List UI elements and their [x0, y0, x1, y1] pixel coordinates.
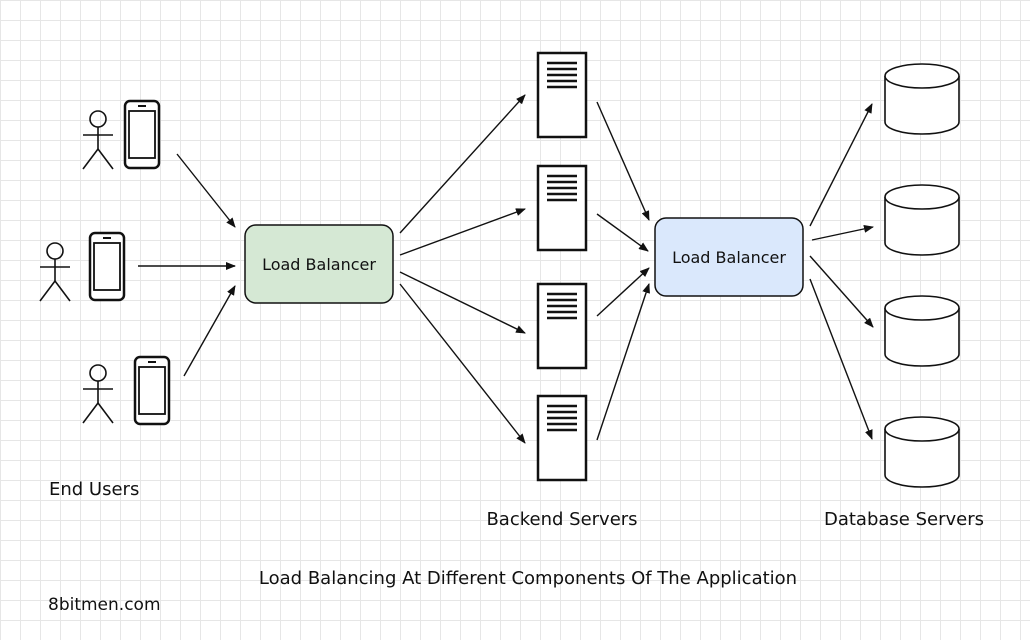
database-servers-label: Database Servers	[824, 509, 984, 530]
database-icon	[884, 63, 960, 135]
backend-server-icon	[536, 164, 588, 252]
backend-server-icon	[536, 282, 588, 370]
arrow	[811, 224, 874, 241]
user-person-icon	[82, 364, 114, 424]
database-icon	[884, 295, 960, 367]
arrow	[176, 153, 236, 228]
arrow	[596, 213, 649, 252]
arrow	[596, 283, 650, 441]
arrow	[809, 103, 873, 227]
backend-server-icon	[536, 51, 588, 139]
arrow	[596, 267, 650, 317]
backend-servers-group	[536, 51, 588, 482]
mobile-phone-icon	[88, 231, 126, 302]
arrow	[399, 283, 526, 444]
arrows-backend-to-lb2	[596, 101, 650, 441]
arrow	[183, 285, 236, 377]
load-balancer-1-label: Load Balancer	[262, 255, 376, 274]
arrow	[596, 101, 650, 221]
diagram-title: Load Balancing At Different Components O…	[259, 568, 797, 589]
database-icon	[884, 184, 960, 256]
database-icon	[884, 416, 960, 488]
load-balancer-2-box	[654, 217, 804, 297]
backend-server-icon	[536, 394, 588, 482]
database-servers-group	[884, 63, 960, 488]
backend-servers-label: Backend Servers	[486, 509, 637, 530]
load-balancer-2: Load Balancer	[654, 217, 804, 297]
end-users-label: End Users	[49, 479, 139, 500]
watermark-text: 8bitmen.com	[48, 595, 161, 615]
arrows-users-to-lb1	[138, 153, 236, 377]
load-balancer-1: Load Balancer	[244, 224, 394, 304]
arrows-lb1-to-backend	[399, 94, 526, 444]
arrow	[809, 255, 874, 328]
arrow	[399, 271, 526, 334]
end-users-group	[39, 99, 171, 426]
user-person-icon	[39, 242, 71, 302]
mobile-phone-icon	[123, 99, 161, 170]
load-balancer-1-box	[244, 224, 394, 304]
arrow	[809, 278, 873, 440]
load-balancer-2-label: Load Balancer	[672, 248, 786, 267]
mobile-phone-icon	[133, 355, 171, 426]
arrow	[399, 94, 526, 234]
user-person-icon	[82, 110, 114, 170]
arrows-lb2-to-db	[809, 103, 874, 440]
arrow	[399, 208, 526, 256]
